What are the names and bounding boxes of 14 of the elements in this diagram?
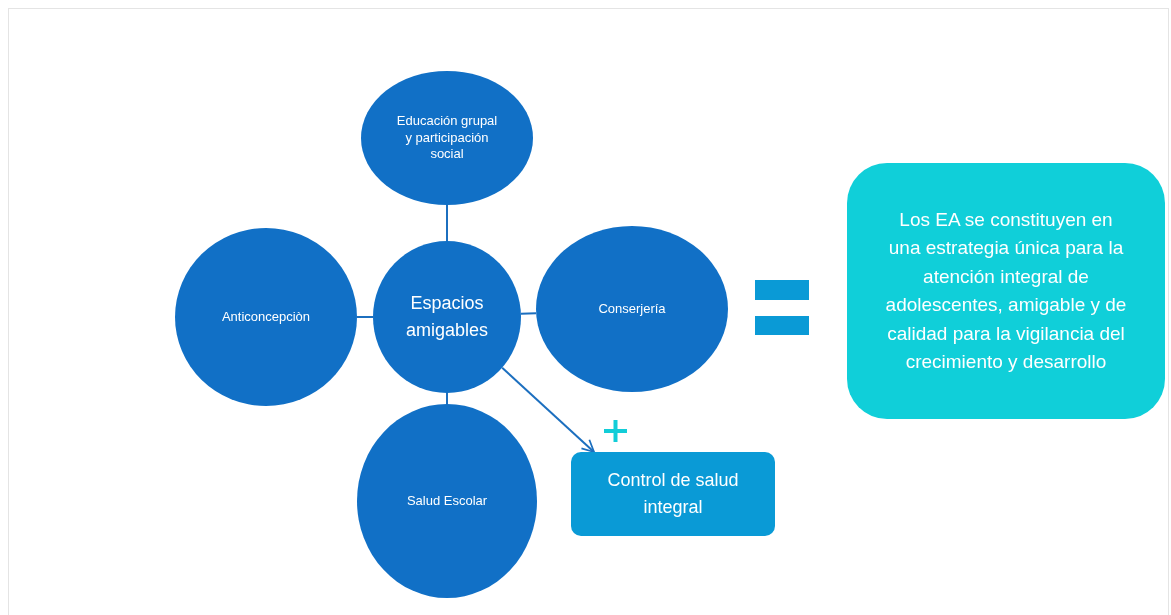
connector-line [356,316,374,318]
node-label: Los EA se constituyen en una estrategia única para la atención integral de adolescentes, amigable y de calidad para la vigilancia del crecimiento y desarrollo [885,207,1127,374]
node-label: Control de salud integral [606,469,740,519]
node-label: Educación grupal y participación social [395,112,499,164]
arrow [501,366,595,453]
connector-line [519,312,538,315]
connector-line [446,392,448,405]
rounded-box [571,452,775,536]
node-label: Espacios amigables [404,292,489,342]
connector-line [446,204,448,242]
node-label: Anticoncepciòn [221,308,311,326]
node-label: Conserjería [598,300,666,318]
rounded-box [847,163,1165,419]
node-label: Salud Escolar [406,492,488,510]
